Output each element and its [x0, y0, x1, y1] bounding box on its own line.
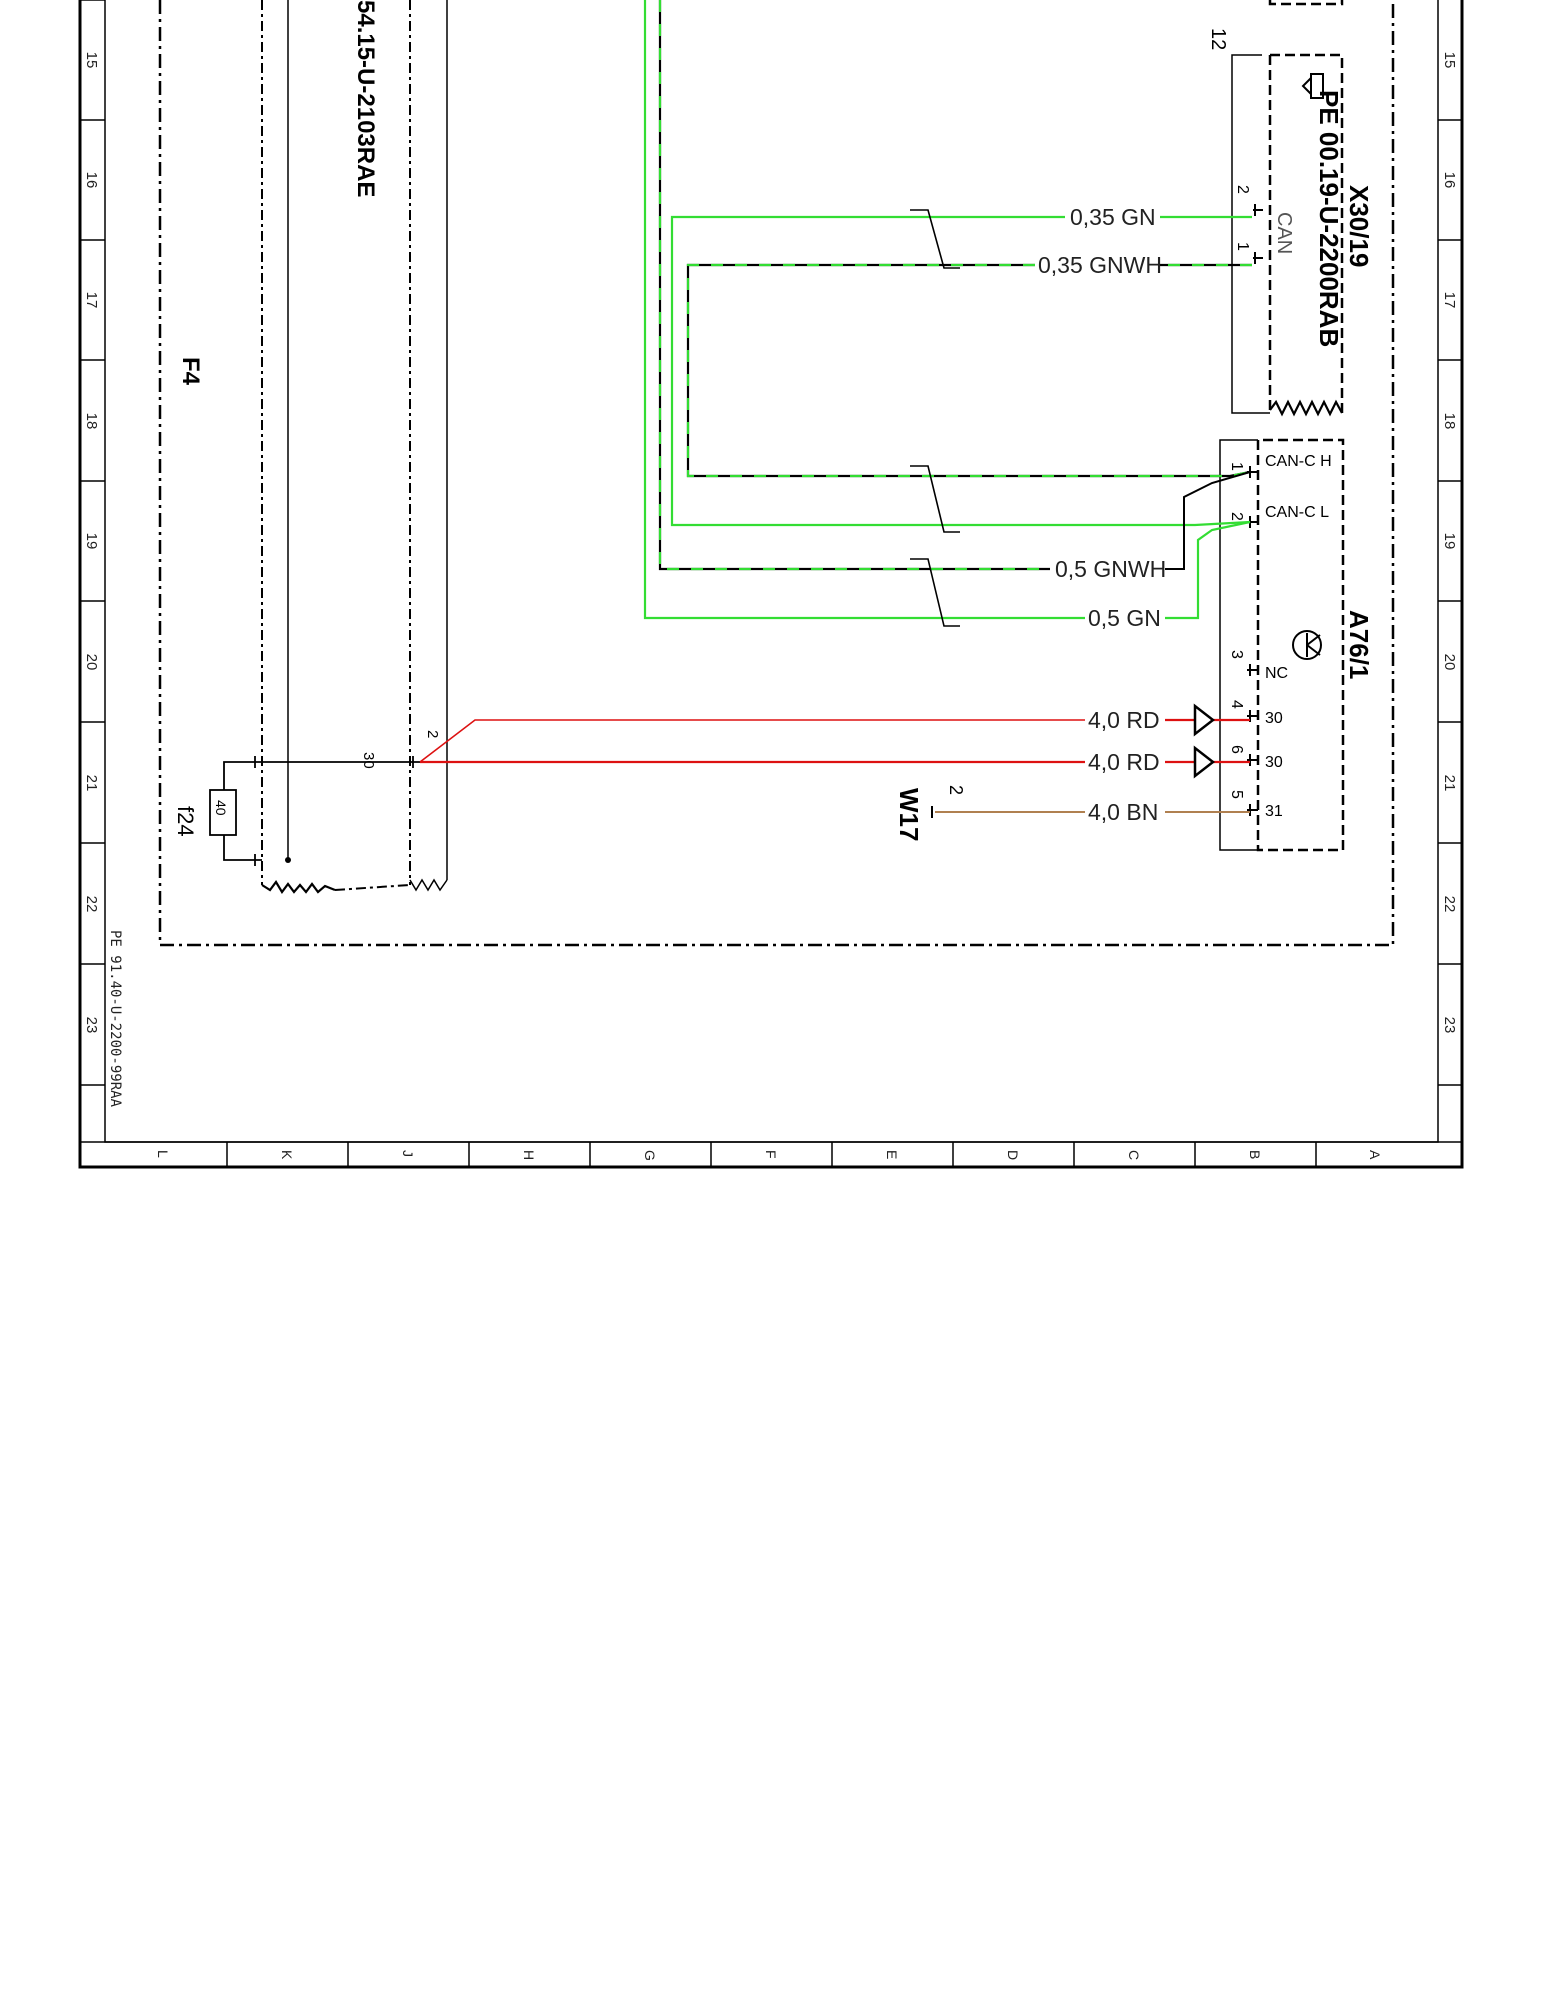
fuse-pin: 2 [424, 730, 441, 738]
module-pin-number: 2 [1228, 512, 1245, 521]
sheet-frame [78, 0, 1464, 1169]
wire-label: 4,0 RD [1088, 749, 1160, 775]
connector-pin-2: 2 [1234, 185, 1251, 194]
wire-label: 4,0 BN [1088, 799, 1158, 825]
sheet-reference: PE 91.40-U-2200-99RAA [107, 930, 123, 1108]
module-pin-name: CAN-C L [1265, 504, 1329, 521]
module-pin-name: 31 [1265, 803, 1283, 820]
wire-label: 4,0 RD [1088, 707, 1160, 733]
column-label: G [642, 1150, 658, 1161]
module-pin-name: NC [1265, 665, 1288, 682]
column-dividers [226, 1142, 1317, 1167]
connector-pin-12: 12 [1207, 28, 1229, 50]
ground-wire [931, 806, 1250, 818]
wire-label: 0,5 GN [1088, 605, 1161, 631]
column-label: C [1126, 1150, 1142, 1160]
row-labels: 15 16 17 18 19 20 21 22 23 15 16 17 18 1… [83, 52, 1458, 1034]
module-pin-name: CAN-C H [1265, 453, 1332, 470]
connector-type: CAN [1273, 212, 1295, 254]
row-label-right: 17 [1441, 292, 1458, 309]
row-label-left: 16 [83, 172, 100, 189]
column-label: E [884, 1150, 900, 1159]
row-label-left: 18 [83, 413, 100, 430]
row-dividers [80, 0, 1462, 1086]
column-label: K [279, 1150, 295, 1160]
can-wires [643, 0, 1252, 620]
row-label-right: 23 [1441, 1017, 1458, 1034]
row-label-right: 16 [1441, 172, 1458, 189]
column-labels: L K J H G F E D C B A [155, 1150, 1383, 1161]
column-label: F [763, 1150, 779, 1159]
vehicle-enclosure [158, 0, 1395, 947]
wire-label: 0,5 GNWH [1055, 556, 1166, 582]
twisted-pair-symbols [910, 209, 960, 627]
row-label-right: 20 [1441, 654, 1458, 671]
module-a76-1: A76/1 1 CAN-C H 2 CAN-C L 3 NC 4 30 6 30… [1219, 438, 1374, 852]
module-symbol-icon [1292, 630, 1322, 660]
connector-x30-19: 12 X30/19 PE 00.19-U-2200RAB CAN 2 1 [1207, 0, 1374, 417]
fuse-box-f4: F4 54.15-U-2103RAE [177, 0, 448, 894]
row-label-left: 19 [83, 533, 100, 550]
wire-labels: 0,35 GN 0,35 GNWH 0,5 GNWH 0,5 GN 4,0 RD… [1038, 204, 1166, 825]
column-label: H [521, 1150, 537, 1160]
module-pin-number: 6 [1228, 745, 1245, 754]
row-label-left: 22 [83, 896, 100, 913]
connector-label: X30/19 [1344, 185, 1374, 267]
module-pin-number: 3 [1228, 650, 1245, 659]
fuse-rating: 40 [213, 800, 229, 816]
connector-doc-ref: PE 00.19-U-2200RAB [1314, 90, 1344, 347]
row-label-right: 21 [1441, 775, 1458, 792]
document-reference-icon [1301, 73, 1324, 99]
fuse-box-label: F4 [177, 357, 204, 386]
row-label-right: 19 [1441, 533, 1458, 550]
ground-label: W17 [894, 788, 924, 841]
module-pin-name: 30 [1265, 710, 1283, 727]
fuse-f24 [209, 756, 420, 866]
column-label: J [400, 1150, 416, 1157]
pin-terminals [1247, 204, 1263, 816]
row-label-left: 21 [83, 775, 100, 792]
column-label: B [1247, 1150, 1263, 1159]
wire-label: 0,35 GN [1070, 204, 1156, 230]
row-label-left: 15 [83, 52, 100, 69]
connector-pin-1: 1 [1234, 242, 1251, 251]
column-label: D [1005, 1150, 1021, 1160]
module-label: A76/1 [1344, 610, 1374, 679]
row-label-left: 23 [83, 1017, 100, 1034]
fuse-box-doc-ref: 54.15-U-2103RAE [352, 0, 379, 197]
row-label-left: 20 [83, 654, 100, 671]
power-wires [419, 703, 1250, 779]
fuse-terminal: 30 [360, 752, 377, 769]
module-pin-number: 4 [1228, 700, 1245, 709]
row-label-right: 18 [1441, 413, 1458, 430]
row-label-right: 15 [1441, 52, 1458, 69]
wire-label: 0,35 GNWH [1038, 252, 1162, 278]
module-pin-number: 5 [1228, 790, 1245, 799]
row-label-left: 17 [83, 292, 100, 309]
row-label-right: 22 [1441, 896, 1458, 913]
column-label: A [1367, 1150, 1383, 1160]
fuse-label: f24 [173, 806, 198, 837]
column-label: L [155, 1150, 171, 1158]
module-pin-number: 1 [1228, 462, 1245, 471]
module-pin-name: 30 [1265, 754, 1283, 771]
ground-pin: 2 [946, 785, 966, 795]
